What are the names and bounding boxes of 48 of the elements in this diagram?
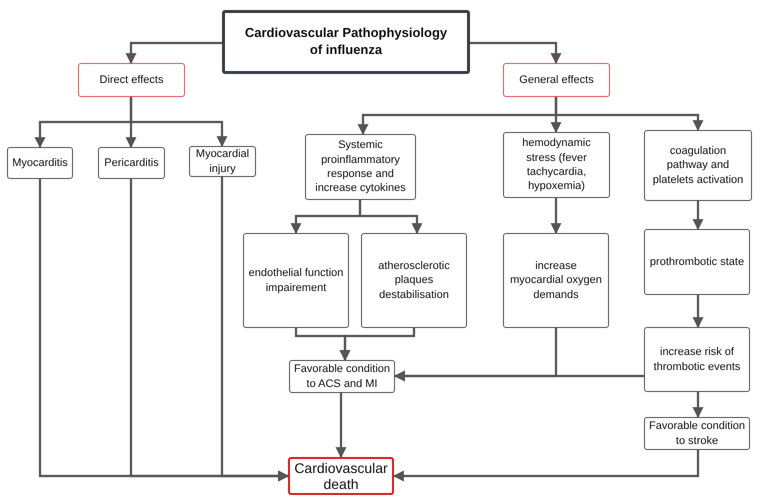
arrow: [340, 328, 416, 362]
process-box: [305, 134, 416, 200]
process-box: [7, 147, 73, 179]
node-text: Myocarditis: [12, 156, 68, 170]
arrow: [358, 200, 422, 234]
node-text: Cardiovascular Pathophysiology of influenza: [244, 25, 448, 59]
process-box: [361, 233, 467, 328]
category-box: [78, 63, 185, 97]
arrow: [692, 295, 704, 328]
arrow: [392, 450, 700, 482]
arrow: [692, 201, 704, 230]
process-box: [644, 130, 752, 201]
process-box: [644, 229, 750, 295]
arrow: [550, 198, 562, 234]
arrow: [126, 42, 222, 64]
node-text: endothelial function impairement: [248, 266, 344, 295]
process-box: [289, 360, 395, 393]
process-box: [243, 233, 349, 328]
node-text: atherosclerotic plaques destabilisation: [377, 259, 451, 302]
process-box: [98, 147, 165, 179]
node-text: Direct effects: [100, 72, 164, 88]
node-text: Favorable condition to stroke: [649, 419, 745, 448]
arrow: [554, 97, 704, 132]
process-box: [644, 417, 750, 450]
node-text: prothrombotic state: [650, 254, 744, 270]
node-text: increase myocardial oxygen demands: [509, 259, 603, 302]
arrow: [394, 370, 644, 382]
node-text: hemodynamic stress (fever tachycardia, hypoxemia): [521, 136, 592, 194]
node-text: Cardiovascular death: [294, 460, 388, 492]
outcome-box: [288, 457, 394, 495]
arrow: [470, 42, 562, 64]
process-box: [189, 146, 256, 177]
node-text: coagulation pathway and platelets activation: [652, 144, 744, 187]
arrow: [220, 177, 290, 482]
arrow: [692, 392, 704, 418]
node-text: Systemic proinflammatory response and increase cytokines: [314, 138, 407, 196]
node-text: General effects: [519, 72, 594, 88]
title-box: [222, 10, 470, 74]
node-text: Favorable condition to ACS and MI: [294, 362, 390, 391]
node-text: Myocardial injury: [194, 147, 250, 176]
arrow: [336, 393, 346, 458]
process-box: [503, 233, 609, 328]
arrow: [130, 97, 228, 148]
node-text: increase risk of thrombotic events: [652, 345, 742, 374]
process-box: [644, 327, 750, 392]
process-box: [503, 132, 610, 198]
node-text: Pericarditis: [104, 156, 159, 170]
category-box: [503, 63, 610, 97]
